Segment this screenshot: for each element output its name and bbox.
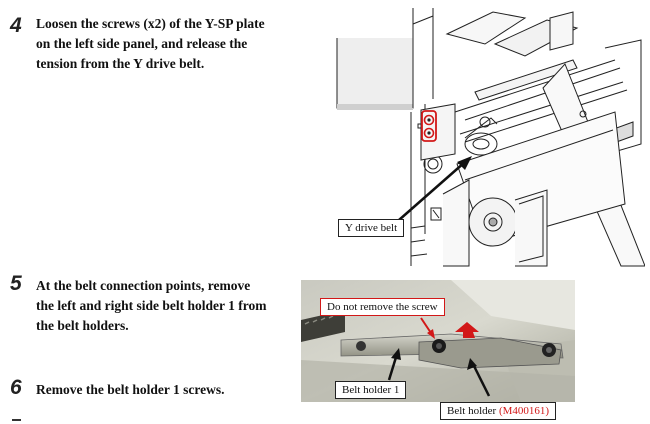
step-6-line-1: Remove the belt holder 1 screws.	[36, 382, 225, 397]
callout-belt-holder-1: Belt holder 1	[335, 381, 407, 399]
belt-holder-label: Belt holder	[447, 405, 499, 417]
direction-arrow-icon	[455, 322, 479, 338]
step-number-5: 5	[10, 272, 22, 295]
next-step-number-fragment	[12, 419, 21, 421]
step-5-text: At the belt connection points, remove th…	[36, 276, 267, 336]
step-5-line-2: the left and right side belt holder 1 fr…	[36, 298, 267, 313]
step-4-line-1: Loosen the screws (x2) of the Y-SP plate	[36, 16, 265, 31]
step-4-line-2: on the left side panel, and release the	[36, 36, 248, 51]
step-5-line-3: the belt holders.	[36, 318, 129, 333]
step-6-text: Remove the belt holder 1 screws.	[36, 380, 224, 400]
callout-belt-holder: Belt holder (M400161)	[440, 402, 557, 420]
callout-y-drive-belt: Y drive belt	[338, 219, 405, 237]
y-drive-belt-figure	[336, 8, 645, 267]
step-4-text: Loosen the screws (x2) of the Y-SP plate…	[36, 14, 265, 74]
belt-holder-part-code: (M400161)	[498, 405, 550, 417]
pointer-arrow	[398, 156, 472, 221]
step-number-4: 4	[10, 14, 22, 37]
screw-highlight	[421, 110, 437, 142]
step-4-line-3: tension from the Y drive belt.	[36, 56, 205, 71]
callout-do-not-remove-screw: Do not remove the screw	[320, 298, 445, 316]
step-5-line-1: At the belt connection points, remove	[36, 278, 251, 293]
step-number-6: 6	[10, 376, 22, 399]
